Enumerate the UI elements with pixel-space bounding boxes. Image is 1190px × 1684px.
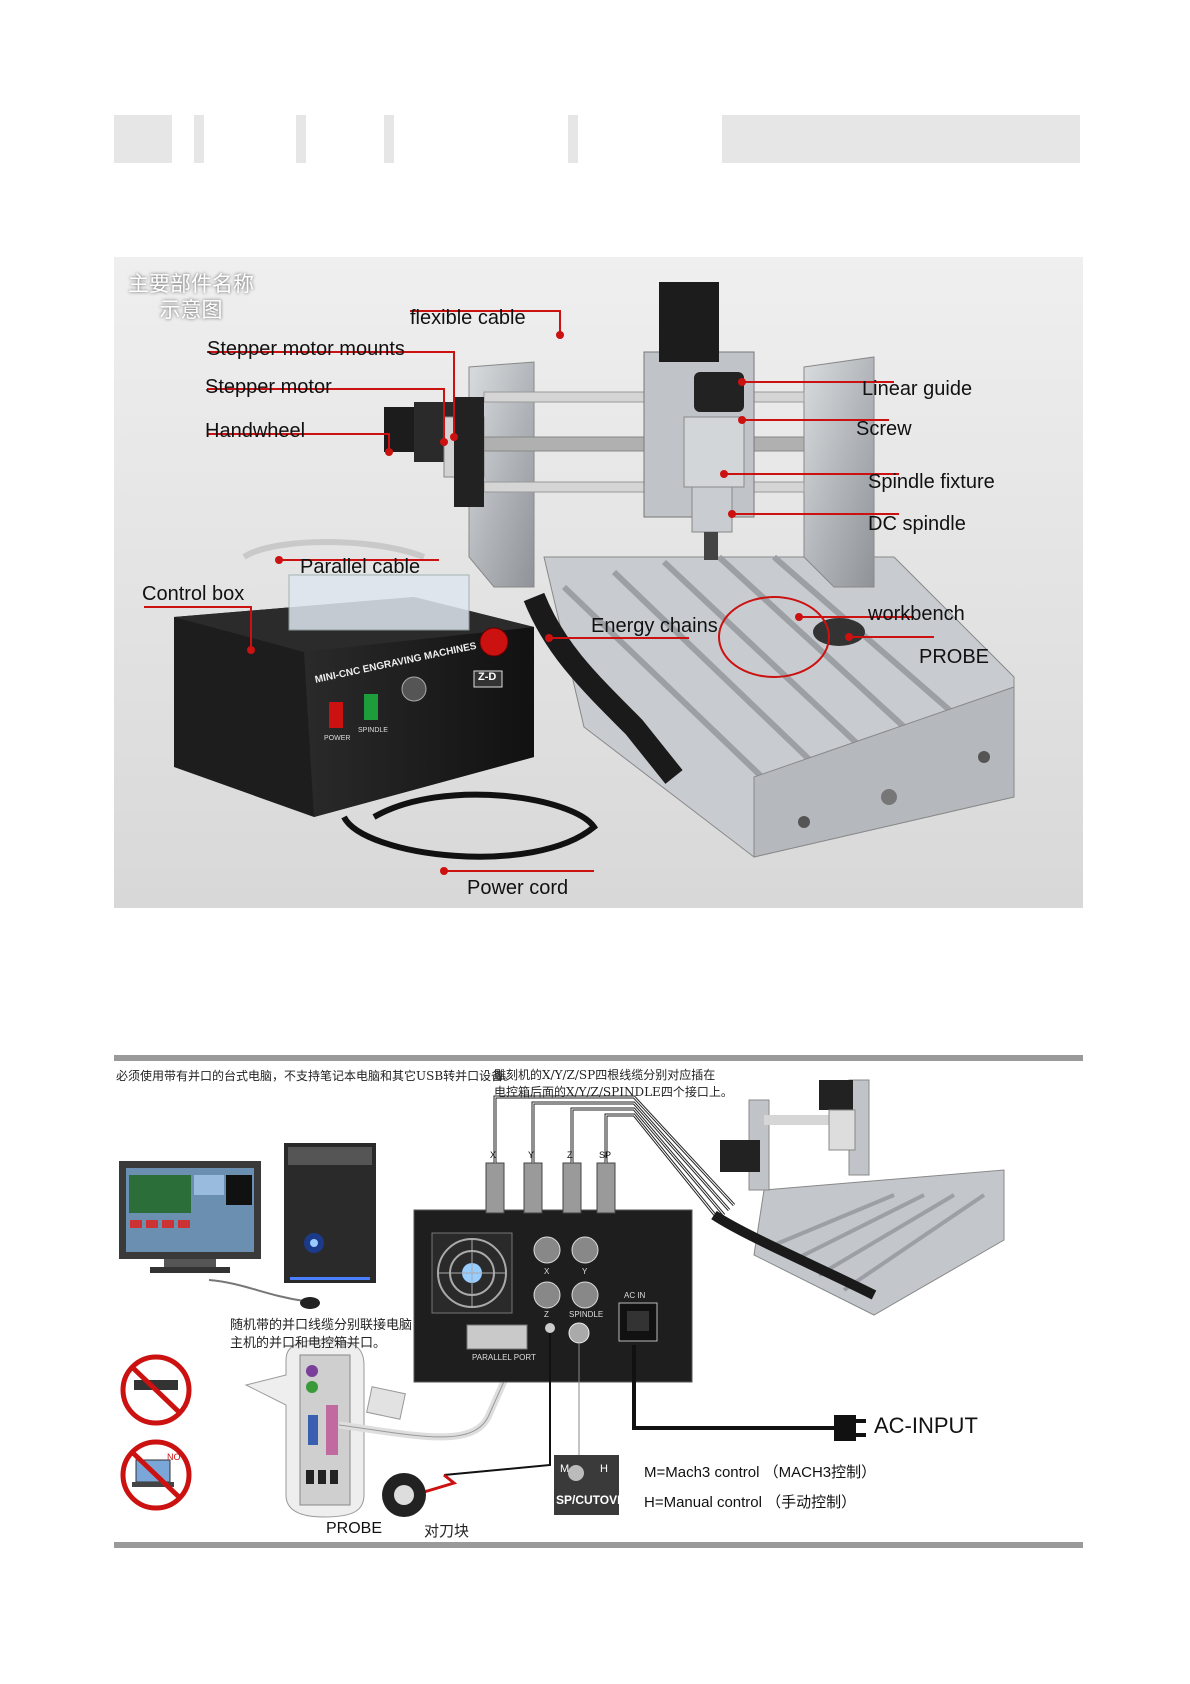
- port-label-x: X: [544, 1267, 550, 1276]
- switch-letter-m: M: [560, 1463, 570, 1475]
- label-workbench: workbench: [868, 603, 965, 625]
- label-probe: PROBE: [919, 646, 990, 668]
- panel-power-label: POWER: [324, 735, 351, 742]
- legend-mach3: M=Mach3 control （MACH3控制）: [644, 1464, 877, 1481]
- header-block-6: [722, 115, 1080, 163]
- note-cable-mapping-line-1: 雕刻机的X/Y/Z/SP四根线缆分别对应插在: [494, 1068, 716, 1082]
- photo-caption: 主要部件名称 示意图: [128, 271, 254, 323]
- note-cable-mapping: 雕刻机的X/Y/Z/SP四根线缆分别对应插在 电控箱后面的X/Y/Z/SPIND…: [494, 1067, 733, 1101]
- note-parallel-cable: 随机带的并口线缆分别联接电脑 主机的并口和电控箱并口。: [230, 1317, 412, 1353]
- label-stepper-motor: Stepper motor: [205, 376, 332, 398]
- label-linear-guide: Linear guide: [862, 378, 973, 400]
- note-parallel-cable-line-2: 主机的并口和电控箱并口。: [230, 1336, 387, 1351]
- machine-parts-photo: 主要部件名称 示意图 flexible cable Stepper motor …: [114, 257, 1083, 908]
- legend-manual: H=Manual control （手动控制）: [644, 1494, 857, 1511]
- switch-caption: SP/CUTOVER: [556, 1493, 634, 1507]
- port-label-spindle: SPINDLE: [569, 1310, 604, 1319]
- photo-caption-line-2: 示意图: [159, 298, 223, 322]
- label-parallel-cable: Parallel cable: [300, 556, 421, 578]
- machine-illustration: [114, 257, 1083, 908]
- connector-letter-z: Z: [567, 1150, 573, 1160]
- label-screw: Screw: [856, 418, 912, 440]
- note-desktop-only: 必须使用带有并口的台式电脑，不支持笔记本电脑和其它USB转并口设备。: [116, 1069, 516, 1083]
- port-label-parallel: PARALLEL PORT: [472, 1353, 536, 1362]
- probe-label-cn: 对刀块: [424, 1522, 470, 1540]
- diagram-bottom-rule: [114, 1542, 1083, 1548]
- header-block-3: [296, 115, 306, 163]
- diagram-top-rule: [114, 1055, 1083, 1061]
- probe-label: PROBE: [326, 1520, 383, 1537]
- wiring-diagram: 必须使用带有并口的台式电脑，不支持笔记本电脑和其它USB转并口设备。 雕刻机的X…: [114, 1055, 1083, 1548]
- label-spindle-fixture: Spindle fixture: [868, 471, 995, 493]
- label-flexible-cable: flexible cable: [410, 307, 526, 329]
- port-label-z: Z: [544, 1310, 549, 1319]
- header-block-5: [568, 115, 578, 163]
- photo-caption-line-1: 主要部件名称: [128, 272, 254, 296]
- label-handwheel: Handwheel: [205, 420, 306, 442]
- ac-input-label: AC-INPUT: [874, 1413, 978, 1438]
- header-block-1: [114, 115, 172, 163]
- header-block-2: [194, 115, 204, 163]
- connector-letter-x: X: [490, 1150, 497, 1160]
- label-stepper-motor-mounts: Stepper motor mounts: [207, 338, 405, 360]
- label-dc-spindle: DC spindle: [868, 513, 966, 535]
- wiring-illustration: [119, 1079, 1005, 1518]
- connector-letter-sp: SP: [599, 1150, 612, 1160]
- port-label-ac-in: AC IN: [624, 1291, 646, 1300]
- no-laptop-label: NO: [167, 1452, 181, 1462]
- label-control-box: Control box: [142, 583, 245, 605]
- connector-letter-y: Y: [528, 1150, 535, 1160]
- note-cable-mapping-line-2: 电控箱后面的X/Y/Z/SPINDLE四个接口上。: [494, 1085, 733, 1099]
- panel-model: Z-D: [478, 671, 497, 683]
- note-parallel-cable-line-1: 随机带的并口线缆分别联接电脑: [230, 1318, 413, 1333]
- label-energy-chains: Energy chains: [591, 615, 718, 637]
- panel-spindle-label: SPINDLE: [358, 727, 388, 734]
- port-label-y: Y: [582, 1267, 588, 1276]
- switch-letter-h: H: [600, 1463, 608, 1475]
- header-block-4: [384, 115, 394, 163]
- label-power-cord: Power cord: [467, 877, 569, 899]
